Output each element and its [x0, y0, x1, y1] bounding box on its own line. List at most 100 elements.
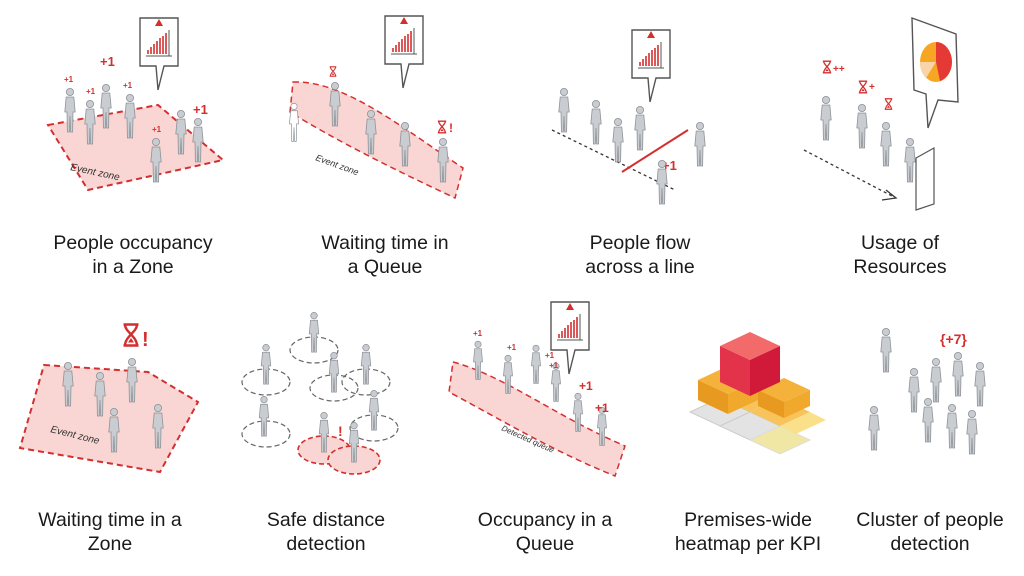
caption-line: Waiting time in a	[38, 509, 182, 531]
flow-arrow	[803, 149, 893, 197]
caption-line: Resources	[853, 256, 947, 278]
caption: Cluster of people detection	[840, 508, 1020, 556]
hourglass-icon	[884, 98, 893, 110]
resources-illustration: ++ +	[803, 16, 959, 211]
count-label: +1	[545, 351, 555, 360]
caption-line: Zone	[87, 533, 133, 555]
person-icon	[694, 122, 706, 167]
caption: Safe distance detection	[226, 508, 426, 556]
caption-line: heatmap per KPI	[674, 533, 822, 555]
alert-icon: !	[142, 329, 149, 351]
person-icon	[634, 106, 646, 151]
person-icon	[328, 352, 340, 393]
heatmap-illustration	[688, 332, 826, 455]
caption-line: Occupancy in a	[477, 509, 613, 531]
person-icon	[946, 404, 958, 449]
item-premises-heatmap: Premises-wide heatmap per KPI	[658, 310, 838, 570]
hourglass-icon	[329, 66, 337, 77]
person-icon	[258, 396, 270, 437]
alert-icon: !	[449, 121, 453, 135]
person-icon	[930, 358, 942, 403]
caption-line: Usage of	[860, 232, 940, 254]
person-icon	[904, 138, 916, 183]
caption-line: Cluster of people	[856, 509, 1004, 531]
safe-distance-illustration: !	[241, 312, 399, 475]
count-label: +1	[123, 81, 133, 90]
alert-icon: !	[338, 423, 343, 439]
flow-arrow	[551, 129, 676, 191]
item-people-flow-line: +1 People flow across a line	[540, 10, 740, 290]
bubble-chart-icon	[139, 17, 179, 91]
caption: People flow across a line	[540, 231, 740, 279]
caption-line: Premises-wide	[684, 509, 812, 531]
event-zone-label: Event zone	[314, 152, 360, 177]
caption-line: People flow	[589, 232, 691, 254]
floor-tile	[780, 412, 826, 434]
person-icon	[880, 328, 892, 373]
person-icon	[922, 398, 934, 443]
caption: Waiting time in a Queue	[285, 231, 485, 279]
hourglass-icon	[858, 80, 868, 94]
hourglass-icon	[437, 120, 447, 134]
priority-mark: ++	[833, 64, 845, 75]
caption: People occupancy in a Zone	[28, 231, 238, 279]
occupancy-zone-illustration: Event zone +1 +1 +1 +1 +1 +1	[46, 17, 226, 192]
caption-line: Queue	[515, 533, 575, 555]
person-icon	[558, 88, 570, 133]
person-icon	[820, 96, 832, 141]
caption-line: detection	[286, 533, 366, 555]
caption: Premises-wide heatmap per KPI	[658, 508, 838, 556]
counting-line	[621, 129, 689, 173]
event-zone-area	[289, 81, 464, 200]
cluster-count: {+7}	[940, 331, 967, 347]
caption: Waiting time in a Zone	[10, 508, 210, 556]
count-label: +1	[507, 343, 517, 352]
count-label: +1	[579, 379, 593, 393]
count-label: +1	[595, 401, 609, 415]
item-occupancy-queue: Detected queue +1 +1 +1 +1 +1 +1 Occupan…	[445, 296, 645, 570]
person-icon	[360, 344, 372, 385]
caption-line: in a Zone	[92, 256, 174, 278]
count-label: +1	[100, 54, 115, 69]
cluster-illustration: {+7}	[868, 328, 986, 455]
count-label: +1	[193, 102, 208, 117]
waiting-zone-illustration: Event zone !	[18, 323, 200, 474]
priority-mark: +	[869, 82, 875, 93]
caption-line: Waiting time in	[321, 232, 449, 254]
person-icon	[880, 122, 892, 167]
count-label: +1	[152, 125, 162, 134]
person-icon	[952, 352, 964, 397]
resource-kiosk	[915, 146, 935, 211]
person-icon	[908, 368, 920, 413]
flow-illustration: +1	[551, 29, 706, 205]
caption-line: Safe distance	[266, 509, 386, 531]
item-usage-of-resources: ++ + Usage of Resources	[800, 10, 1000, 290]
person-icon	[966, 410, 978, 455]
bubble-chart-icon	[384, 15, 424, 89]
occupancy-queue-illustration: Detected queue +1 +1 +1 +1 +1 +1	[448, 301, 626, 477]
hourglass-icon	[122, 323, 140, 347]
person-icon	[868, 406, 880, 451]
person-icon	[308, 312, 320, 353]
person-icon	[974, 362, 986, 407]
person-icon	[368, 390, 380, 431]
caption-line: detection	[890, 533, 970, 555]
bubble-chart-icon	[631, 29, 671, 103]
violation-ring	[327, 445, 381, 475]
item-waiting-time-zone: Event zone ! Waiting time in a Zone	[10, 310, 210, 570]
item-waiting-time-queue: Event zone ! Waiting time in a Queue	[285, 10, 485, 290]
event-zone-area	[18, 363, 200, 474]
caption: Occupancy in a Queue	[445, 508, 645, 556]
person-icon	[612, 118, 624, 163]
caption: Usage of Resources	[800, 231, 1000, 279]
caption-line: a Queue	[347, 256, 423, 278]
queue-illustration: Event zone !	[288, 15, 464, 200]
detected-queue-area	[448, 361, 626, 477]
caption-line: People occupancy	[53, 232, 213, 254]
person-icon	[260, 344, 272, 385]
item-people-occupancy-zone: Event zone +1 +1 +1 +1 +1 +1 People occu…	[28, 10, 238, 290]
caption-line: across a line	[585, 256, 695, 278]
item-safe-distance: ! Safe distance detection	[226, 310, 426, 570]
person-icon	[856, 104, 868, 149]
count-label: +1	[473, 329, 483, 338]
